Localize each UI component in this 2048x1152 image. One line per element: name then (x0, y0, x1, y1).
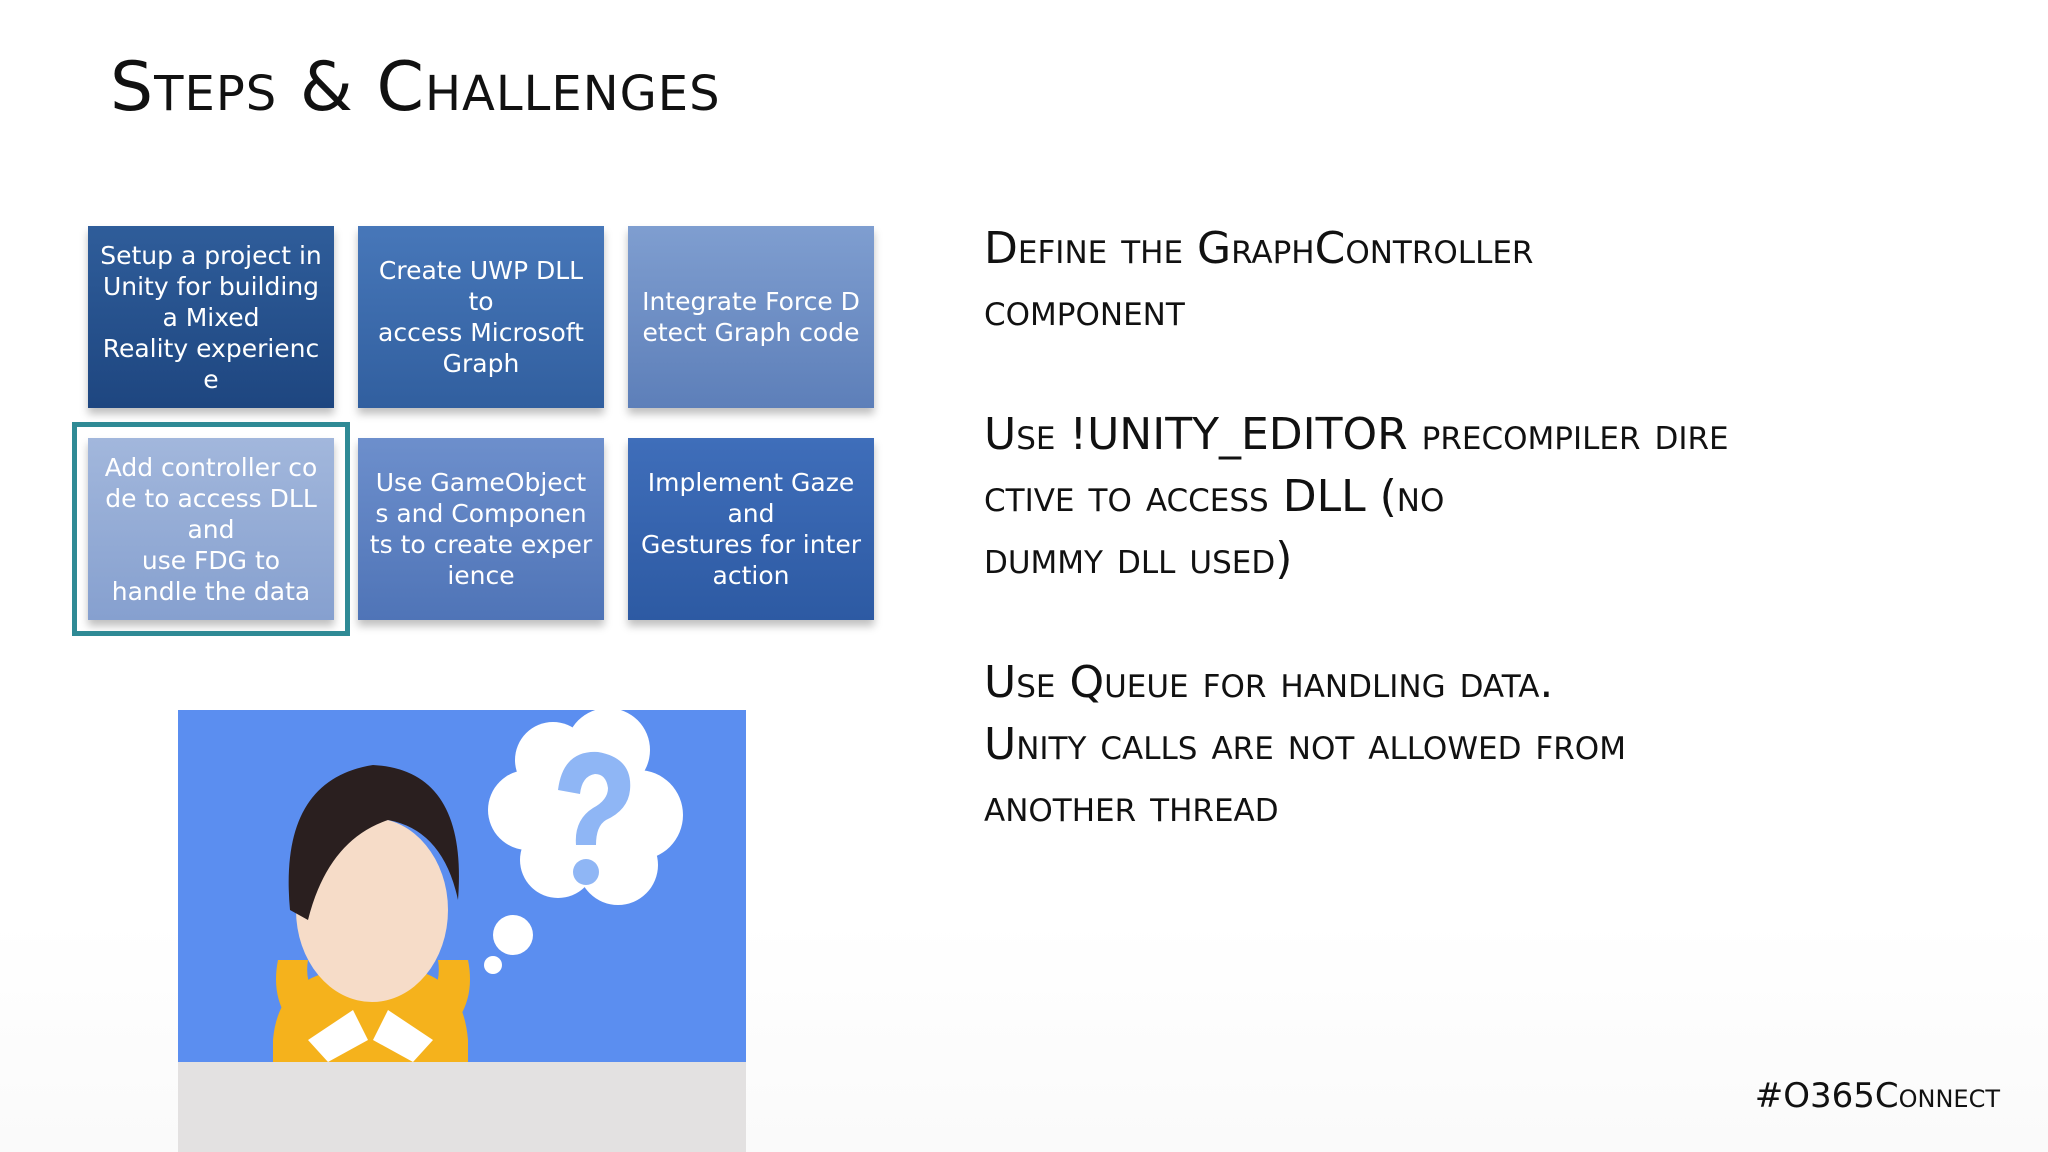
challenge-item: Use Queue for handling data. Unity calls… (984, 657, 1626, 832)
step-tile-label: Setup a project in Unity for building a … (100, 240, 322, 394)
step-tile-label: Add controller co de to access DLL and u… (104, 452, 318, 606)
step-tile-label: Implement Gaze and Gestures for inter ac… (640, 468, 862, 590)
step-tile-label: Use GameObject s and Componen ts to crea… (369, 468, 593, 590)
event-hashtag: #O365Connect (1754, 1076, 2000, 1116)
step-tile-label: Create UWP DLL to access Microsoft Graph (378, 256, 584, 378)
step-tile-2[interactable]: Create UWP DLL to access Microsoft Graph (358, 226, 604, 408)
step-tile-5[interactable]: Use GameObject s and Componen ts to crea… (358, 438, 604, 620)
steps-grid: Setup a project in Unity for building a … (88, 226, 876, 622)
confused-person-illustration (178, 710, 746, 1152)
step-tile-label: Integrate Force D etect Graph code (642, 287, 860, 347)
selected-step-highlight (72, 422, 350, 636)
step-tile-3[interactable]: Integrate Force D etect Graph code (628, 226, 874, 408)
challenge-item: Define the GraphController component (984, 223, 1534, 336)
challenges-list: Define the GraphController component Use… (984, 218, 1944, 900)
step-tile-6[interactable]: Implement Gaze and Gestures for inter ac… (628, 438, 874, 620)
confused-person-with-question-thought-bubble-icon (178, 710, 746, 1152)
slide-title: Steps & Challenges (110, 48, 721, 127)
step-tile-4[interactable]: Add controller co de to access DLL and u… (88, 438, 334, 620)
step-tile-1[interactable]: Setup a project in Unity for building a … (88, 226, 334, 408)
challenge-item: Use !UNITY_EDITOR precompiler dire ctive… (984, 409, 1729, 584)
